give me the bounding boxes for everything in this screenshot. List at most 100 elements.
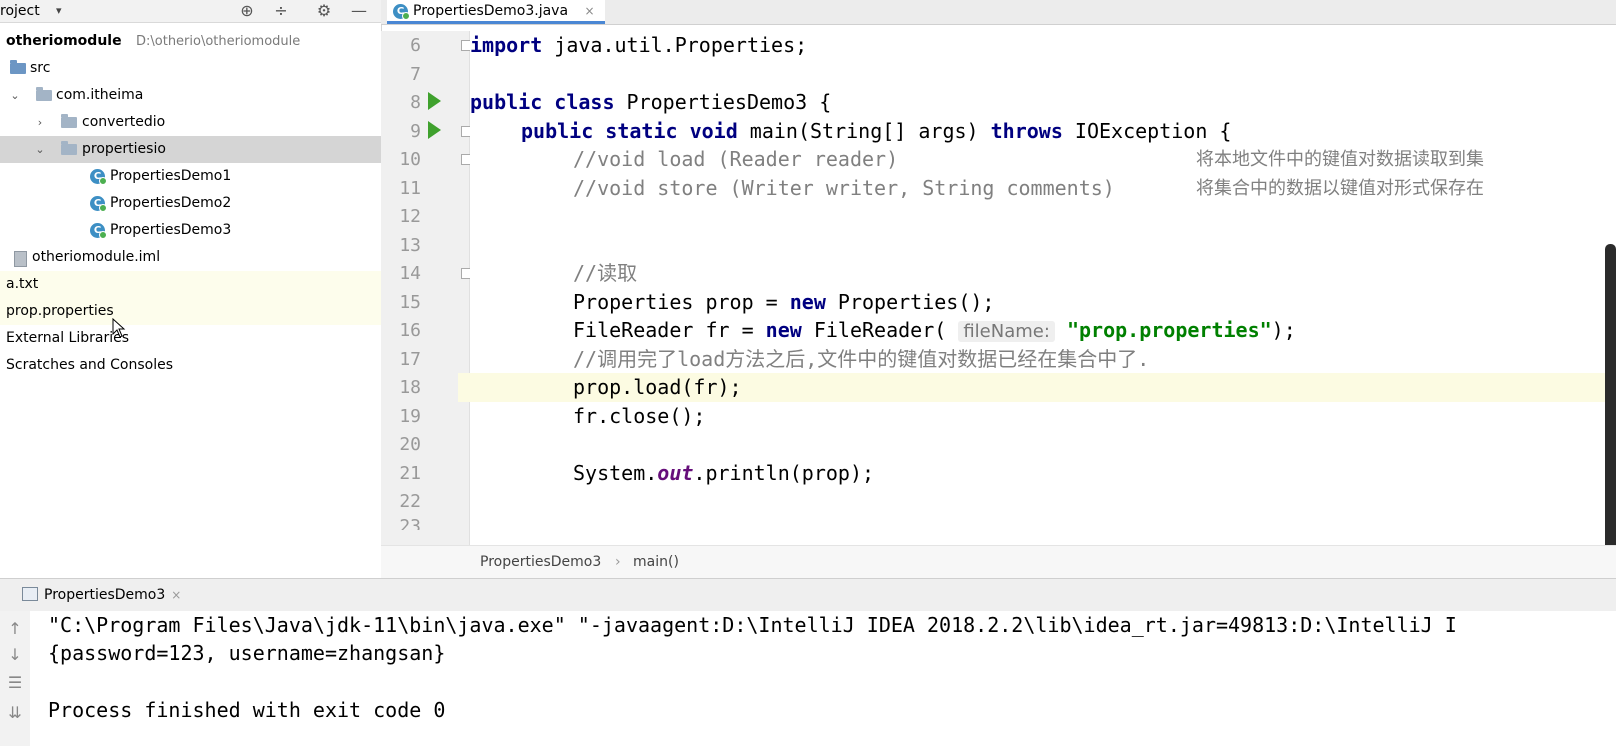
code-line: Properties prop = new Properties(); xyxy=(573,288,1616,317)
line-number: 22 xyxy=(399,491,421,512)
tab-run-propertiesdemo3[interactable]: PropertiesDemo3 × xyxy=(14,579,181,611)
tree-item-label: propertiesio xyxy=(82,141,166,157)
chevron-down-icon[interactable]: ▾ xyxy=(56,4,62,17)
tree-item-external-libraries[interactable]: External Libraries xyxy=(0,325,381,352)
minimize-icon[interactable]: — xyxy=(351,1,367,20)
code-line: //读取 xyxy=(573,259,1616,288)
run-tab-label: PropertiesDemo3 xyxy=(44,587,166,603)
code-line: public class PropertiesDemo3 { xyxy=(470,88,1616,117)
tree-item-label: External Libraries xyxy=(6,330,129,346)
tree-item-module[interactable]: otheriomodule D:\otherio\otheriomodule xyxy=(0,28,381,55)
console-line: "C:\Program Files\Java\jdk-11\bin\java.e… xyxy=(48,613,1457,637)
project-panel: roject ▾ ⊕ ÷ ⚙ — otheriomodule D:\otheri… xyxy=(0,0,382,578)
tree-item-src[interactable]: src xyxy=(0,55,381,82)
code-text: FileReader fr = xyxy=(573,318,766,342)
code-editor[interactable]: import java.util.Properties; public clas… xyxy=(458,31,1616,545)
run-toolbar: ↑ ↓ ☰ ⇊ xyxy=(0,611,31,746)
module-file-icon xyxy=(14,251,27,267)
tab-propertiesdemo3[interactable]: C PropertiesDemo3.java × xyxy=(387,0,605,24)
run-icon[interactable] xyxy=(428,121,441,139)
string-literal: "prop.properties" xyxy=(1066,318,1272,342)
line-number: 6 xyxy=(410,35,421,56)
code-text: PropertiesDemo3 { xyxy=(614,90,832,114)
code-text: ); xyxy=(1271,318,1296,342)
comment: //读取 xyxy=(573,261,638,285)
code-text: IOException { xyxy=(1062,119,1232,143)
code-line: //void load (Reader reader) xyxy=(573,145,1616,174)
breadcrumb: PropertiesDemo3 › main() xyxy=(381,545,1616,578)
run-tab-bar: PropertiesDemo3 × xyxy=(0,578,1616,612)
keyword: throws xyxy=(990,119,1063,143)
java-class-icon: C xyxy=(90,169,107,185)
comment-cjk: 将本地文件中的键值对数据读取到集 xyxy=(1196,149,1484,170)
tree-item-propertiesdemo1[interactable]: C PropertiesDemo1 xyxy=(0,163,381,190)
keyword: new xyxy=(789,290,826,314)
tree-item-propertiesdemo2[interactable]: C PropertiesDemo2 xyxy=(0,190,381,217)
package-icon xyxy=(36,87,52,101)
gear-icon[interactable]: ⚙ xyxy=(316,1,332,20)
run-icon[interactable] xyxy=(428,92,441,110)
mouse-cursor-icon xyxy=(112,318,126,338)
arrow-down-icon[interactable]: ↓ xyxy=(8,645,22,664)
code-text: FileReader( xyxy=(801,318,959,342)
scroll-to-end-icon[interactable]: ⇊ xyxy=(8,703,22,722)
breadcrumb-method[interactable]: main() xyxy=(633,554,679,570)
module-path: D:\otherio\otheriomodule xyxy=(136,34,301,49)
tree-item-label: PropertiesDemo1 xyxy=(110,168,232,184)
line-number: 15 xyxy=(399,292,421,313)
console-output[interactable]: "C:\Program Files\Java\jdk-11\bin\java.e… xyxy=(30,611,1616,746)
run-config-icon xyxy=(22,587,38,601)
breadcrumb-class[interactable]: PropertiesDemo3 xyxy=(480,554,602,570)
code-line: //调用完了load方法之后,文件中的键值对数据已经在集合中了. xyxy=(573,345,1616,374)
soft-wrap-icon[interactable]: ☰ xyxy=(7,673,23,692)
line-number: 16 xyxy=(399,320,421,341)
arrow-up-icon[interactable]: ↑ xyxy=(8,619,22,638)
editor-scrollbar[interactable] xyxy=(1605,244,1616,566)
tree-item-convertedio[interactable]: › convertedio xyxy=(0,109,381,136)
code-line: //void store (Writer writer, String comm… xyxy=(573,174,1616,203)
code-line: import java.util.Properties; xyxy=(470,31,1616,60)
tree-item-label: PropertiesDemo3 xyxy=(110,222,232,238)
editor-gutter xyxy=(381,31,470,545)
line-number: 21 xyxy=(399,463,421,484)
collapse-all-icon[interactable]: ÷ xyxy=(274,1,288,20)
tree-item-label: a.txt xyxy=(6,276,39,292)
chevron-down-icon[interactable]: ⌄ xyxy=(35,143,45,156)
tree-item-label: src xyxy=(30,60,51,76)
tree-item-propertiesio[interactable]: ⌄ propertiesio xyxy=(0,136,381,163)
tree-item-label: convertedio xyxy=(82,114,166,130)
tree-item-iml[interactable]: otheriomodule.iml xyxy=(0,244,381,271)
java-class-icon: C xyxy=(393,4,410,20)
console-line: {password=123, username=zhangsan} xyxy=(48,641,446,665)
line-number: 12 xyxy=(399,206,421,227)
close-icon[interactable]: × xyxy=(584,4,595,18)
comment: //调用完了load方法之后,文件中的键值对数据已经在集合中了. xyxy=(573,347,1150,371)
tree-item-prop-properties[interactable]: prop.properties xyxy=(0,298,381,325)
chevron-down-icon[interactable]: ⌄ xyxy=(10,89,20,102)
package-icon xyxy=(61,141,77,155)
project-header: roject ▾ ⊕ ÷ ⚙ — xyxy=(0,0,381,23)
code-text: prop.load(fr); xyxy=(573,375,742,399)
line-number: 13 xyxy=(399,235,421,256)
line-number: 17 xyxy=(399,349,421,370)
code-text: System. xyxy=(573,461,658,485)
line-number: 14 xyxy=(399,263,421,284)
tree-item-propertiesdemo3[interactable]: C PropertiesDemo3 xyxy=(0,217,381,244)
tree-item-label: Scratches and Consoles xyxy=(6,357,173,373)
keyword: public class xyxy=(470,90,615,114)
close-icon[interactable]: × xyxy=(171,588,182,602)
code-line: FileReader fr = new FileReader( fileName… xyxy=(573,316,1616,345)
tree-item-scratches[interactable]: Scratches and Consoles xyxy=(0,352,381,379)
line-number: 23 xyxy=(399,516,421,530)
code-text: main(String[] args) xyxy=(737,119,991,143)
tree-item-label: com.itheima xyxy=(56,87,144,103)
locate-icon[interactable]: ⊕ xyxy=(240,1,254,20)
folder-icon xyxy=(10,60,26,74)
project-title[interactable]: roject xyxy=(0,3,40,19)
current-line: prop.load(fr); xyxy=(458,373,1616,402)
tree-item-com-itheima[interactable]: ⌄ com.itheima xyxy=(0,82,381,109)
module-name: otheriomodule xyxy=(6,33,122,49)
breadcrumb-separator: › xyxy=(615,554,621,570)
chevron-right-icon[interactable]: › xyxy=(37,116,43,129)
tree-item-a-txt[interactable]: a.txt xyxy=(0,271,381,298)
